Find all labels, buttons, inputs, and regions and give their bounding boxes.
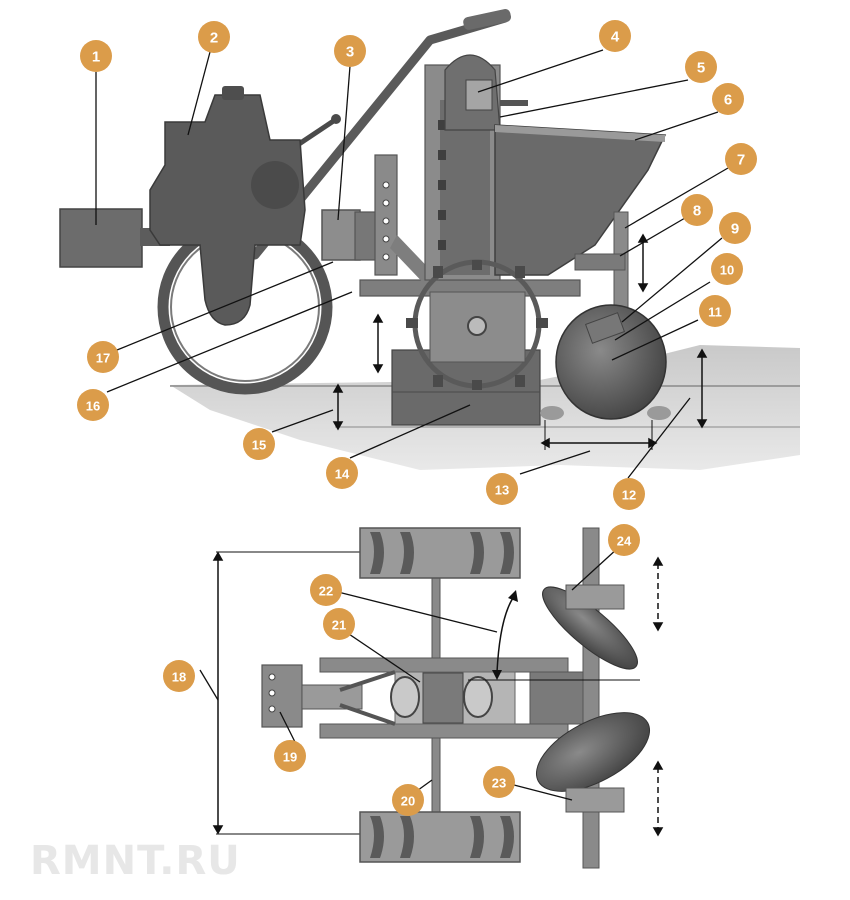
- svg-text:24: 24: [617, 534, 632, 549]
- leader-lines: [95, 49, 729, 801]
- disc-clamp-upper: [565, 584, 625, 610]
- top-wheel-lower: [359, 811, 521, 863]
- svg-text:1: 1: [92, 49, 100, 66]
- callout-4: 4: [599, 20, 631, 52]
- svg-text:6: 6: [724, 92, 732, 109]
- top-hitch-plate: [261, 664, 303, 728]
- callout-3: 3: [334, 35, 366, 67]
- callout-15: 15: [243, 428, 275, 460]
- svg-text:5: 5: [697, 60, 705, 77]
- callout-12: 12: [613, 478, 645, 510]
- center-gearbox: [422, 672, 464, 724]
- hitch-link: [301, 684, 363, 710]
- callout-14: 14: [326, 457, 358, 489]
- disc-hub: [584, 312, 626, 344]
- svg-text:3: 3: [346, 44, 354, 61]
- svg-text:19: 19: [283, 750, 297, 765]
- wheel-lugs-upper: [370, 532, 514, 574]
- svg-text:2: 2: [210, 30, 218, 47]
- side-view: [59, 9, 800, 470]
- callout-18: 18: [163, 660, 195, 692]
- svg-text:21: 21: [332, 618, 346, 633]
- svg-text:17: 17: [96, 351, 110, 366]
- callout-20: 20: [392, 784, 424, 816]
- svg-text:14: 14: [335, 467, 350, 482]
- top-wheel-upper: [359, 527, 521, 579]
- top-frame-upper: [319, 657, 569, 673]
- disc-clamp-lower: [565, 787, 625, 813]
- callout-16: 16: [77, 389, 109, 421]
- seed-hopper: [494, 124, 667, 276]
- drum-lugs: [406, 260, 548, 390]
- chute-lip: [500, 100, 528, 106]
- height-adjust-arrows: [652, 556, 664, 837]
- svg-text:22: 22: [319, 584, 333, 599]
- callout-8: 8: [681, 194, 713, 226]
- callout-2: 2: [198, 21, 230, 53]
- svg-text:15: 15: [252, 438, 266, 453]
- top-disc-lower: [535, 712, 651, 792]
- svg-text:4: 4: [611, 29, 620, 46]
- adjust-post: [374, 154, 398, 276]
- hiller-bracket: [574, 253, 626, 271]
- callout-22: 22: [310, 574, 342, 606]
- svg-text:12: 12: [622, 488, 636, 503]
- handle-grip: [463, 9, 512, 30]
- callout-5: 5: [685, 51, 717, 83]
- watermark: RMNT.RU: [30, 838, 241, 884]
- hitch-holes: [268, 673, 276, 713]
- svg-text:8: 8: [693, 203, 701, 220]
- engine-cap: [222, 86, 244, 100]
- svg-text:10: 10: [720, 263, 734, 278]
- callout-19: 19: [274, 740, 306, 772]
- engine-body: [149, 94, 306, 326]
- svg-text:23: 23: [492, 776, 506, 791]
- top-frame-lower: [319, 723, 569, 739]
- callout-21: 21: [323, 608, 355, 640]
- dimension-arrows: [332, 233, 708, 450]
- gear-left: [390, 676, 420, 718]
- callout-13: 13: [486, 473, 518, 505]
- hitch-arms: [339, 670, 396, 726]
- hitch-clamp: [321, 209, 361, 261]
- seed-potato: [540, 406, 564, 420]
- width-dimension: [212, 551, 360, 835]
- callout-9: 9: [719, 212, 751, 244]
- gear-right: [463, 676, 493, 718]
- post-holes: [382, 181, 390, 261]
- svg-text:7: 7: [737, 152, 745, 169]
- angle-arrow-head: [492, 670, 502, 680]
- elevator-cups: [438, 120, 446, 250]
- hopper-rim: [495, 125, 665, 142]
- throttle-knob: [331, 114, 341, 124]
- callout-24: 24: [608, 524, 640, 556]
- drum-hub: [467, 316, 487, 336]
- top-rear-block: [529, 671, 586, 725]
- wheel-lugs-lower: [370, 816, 514, 858]
- svg-text:20: 20: [401, 794, 415, 809]
- engine-pulley: [251, 161, 299, 209]
- seed-potato: [647, 406, 671, 420]
- callout-6: 6: [712, 83, 744, 115]
- tensioner: [465, 79, 493, 111]
- top-view: [212, 527, 664, 869]
- disc-toolbar: [582, 527, 600, 869]
- svg-text:11: 11: [708, 305, 722, 320]
- hiller-disc: [555, 304, 667, 420]
- svg-text:16: 16: [86, 399, 100, 414]
- callout-17: 17: [87, 341, 119, 373]
- svg-text:9: 9: [731, 221, 739, 238]
- callout-11: 11: [699, 295, 731, 327]
- counterweight: [59, 208, 143, 268]
- svg-text:13: 13: [495, 483, 509, 498]
- angle-arrow-head: [508, 590, 518, 602]
- callout-1: 1: [80, 40, 112, 72]
- svg-text:18: 18: [172, 670, 186, 685]
- callout-23: 23: [483, 766, 515, 798]
- callout-10: 10: [711, 253, 743, 285]
- callout-7: 7: [725, 143, 757, 175]
- callout-badges: 1 2 3 4 5 6 7 8 9 10 11 12 13 14 15 16 1…: [77, 20, 757, 816]
